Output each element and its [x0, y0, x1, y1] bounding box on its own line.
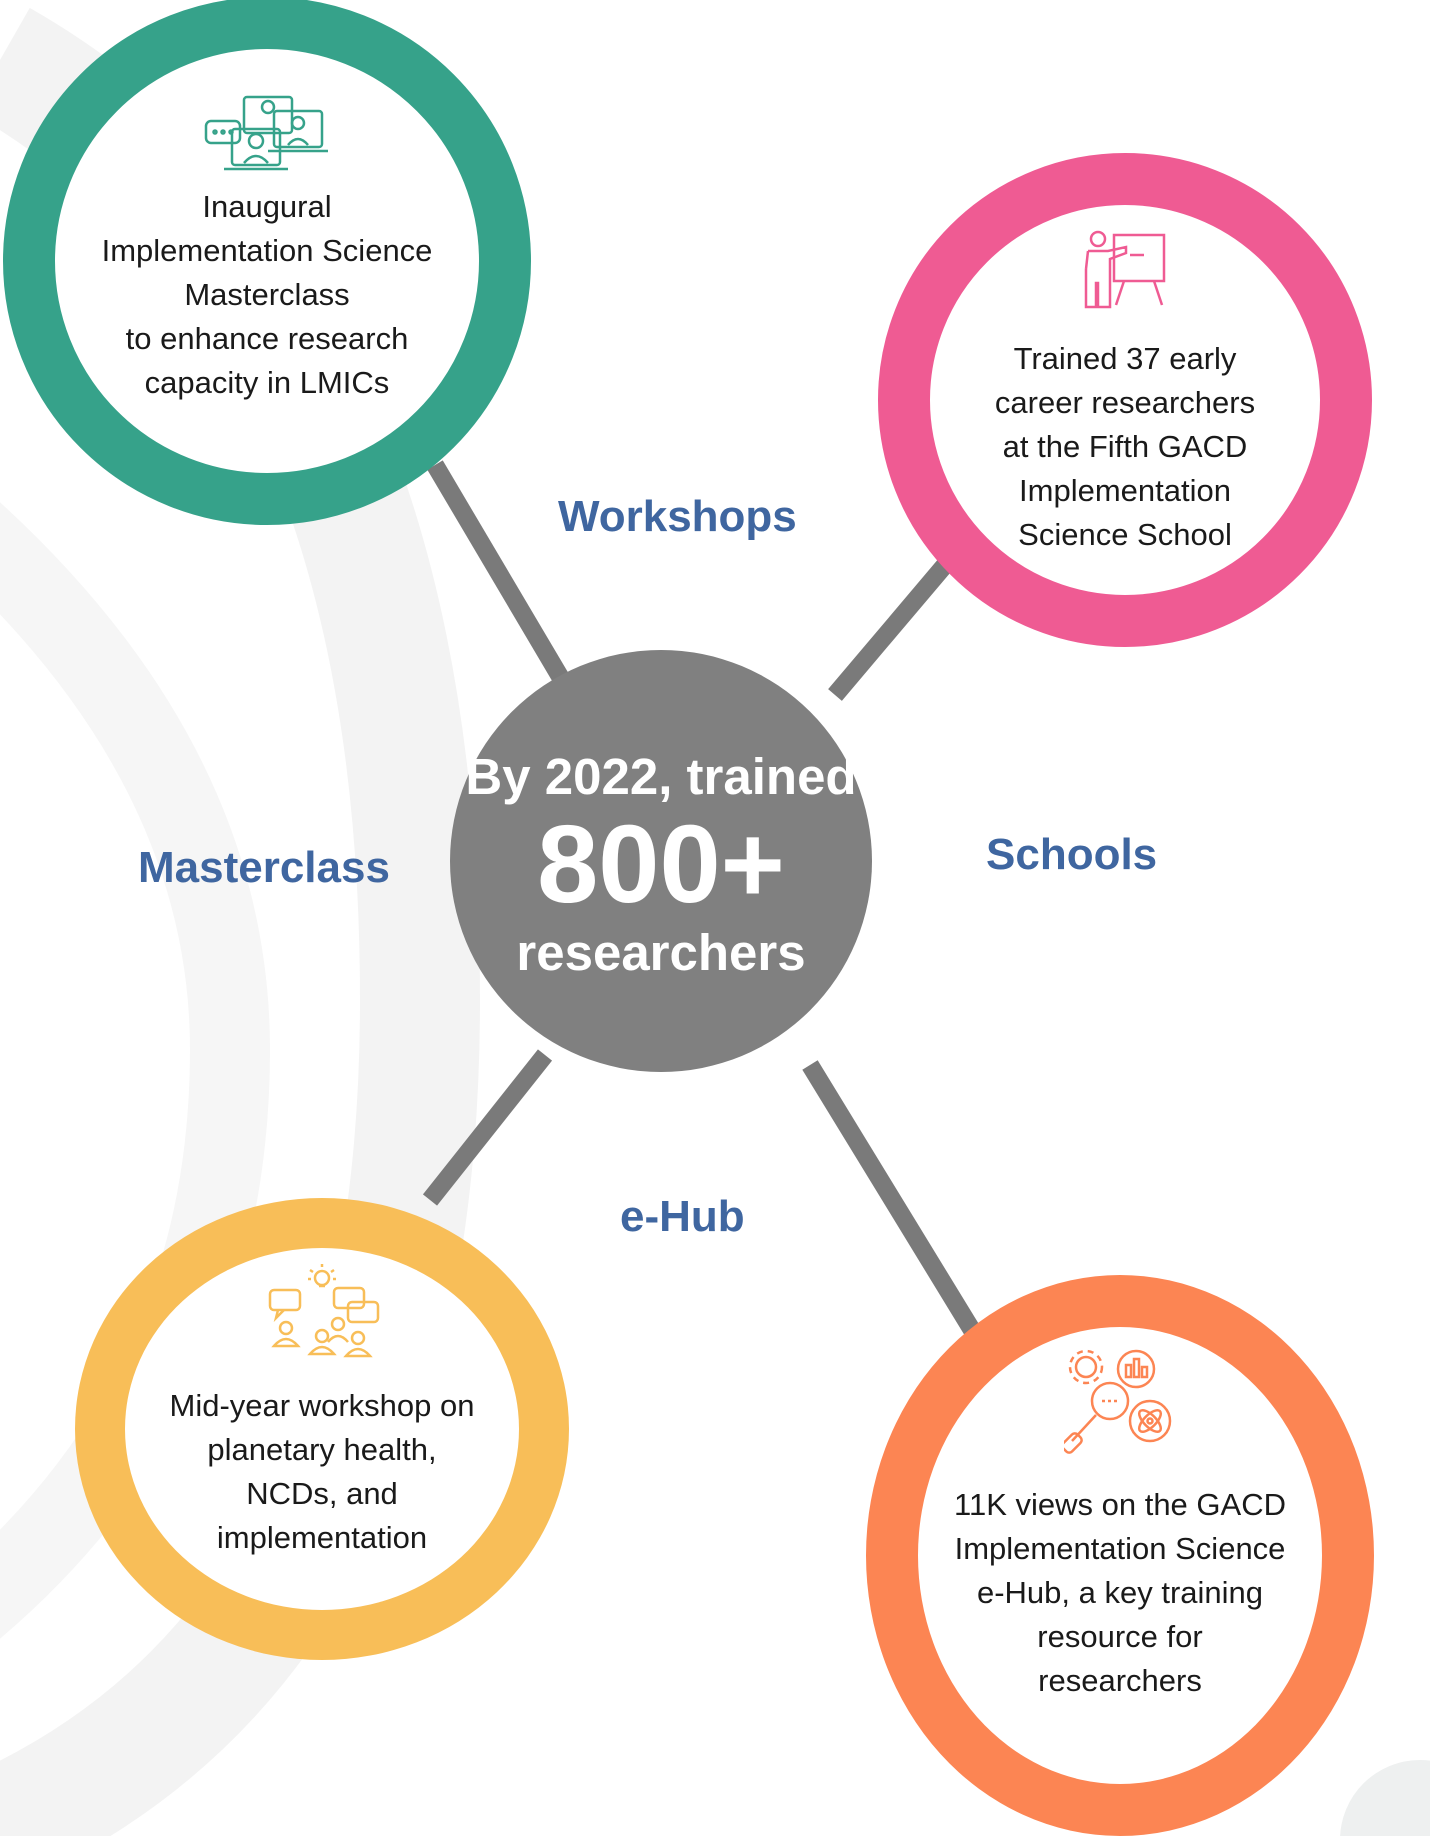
presenter-board-icon: [1084, 230, 1166, 309]
central-hub: By 2022, trained 800+ researchers: [450, 650, 872, 1072]
ehub-text: 11K views on the GACD Implementation Sci…: [954, 1487, 1286, 1698]
connector-workshops: [422, 1049, 553, 1206]
research-analysis-icon: [1064, 1349, 1172, 1454]
connector-masterclass: [427, 460, 573, 690]
node-workshops: Mid-year workshop on planetary health, N…: [75, 1198, 569, 1660]
connector-ehub: [802, 1060, 983, 1340]
node-ehub: 11K views on the GACD Implementation Sci…: [866, 1275, 1374, 1836]
video-conference-icon: [204, 95, 328, 171]
label-masterclass: Masterclass: [138, 843, 390, 892]
label-ehub: e-Hub: [620, 1192, 745, 1241]
hub-count: 800+: [537, 803, 785, 926]
node-schools: Trained 37 early career researchers at t…: [878, 153, 1372, 647]
connector-schools: [828, 559, 952, 701]
schools-text: Trained 37 early career researchers at t…: [994, 341, 1256, 552]
group-discussion-icon: [268, 1264, 380, 1358]
label-workshops: Workshops: [558, 492, 797, 541]
hub-line1: By 2022, trained: [465, 748, 857, 805]
hub-line3: researchers: [516, 924, 806, 981]
workshops-text: Mid-year workshop on planetary health, N…: [169, 1388, 475, 1555]
masterclass-text: Inaugural Implementation Science Masterc…: [101, 189, 433, 400]
node-masterclass: Inaugural Implementation Science Masterc…: [3, 0, 531, 525]
label-schools: Schools: [986, 830, 1158, 879]
